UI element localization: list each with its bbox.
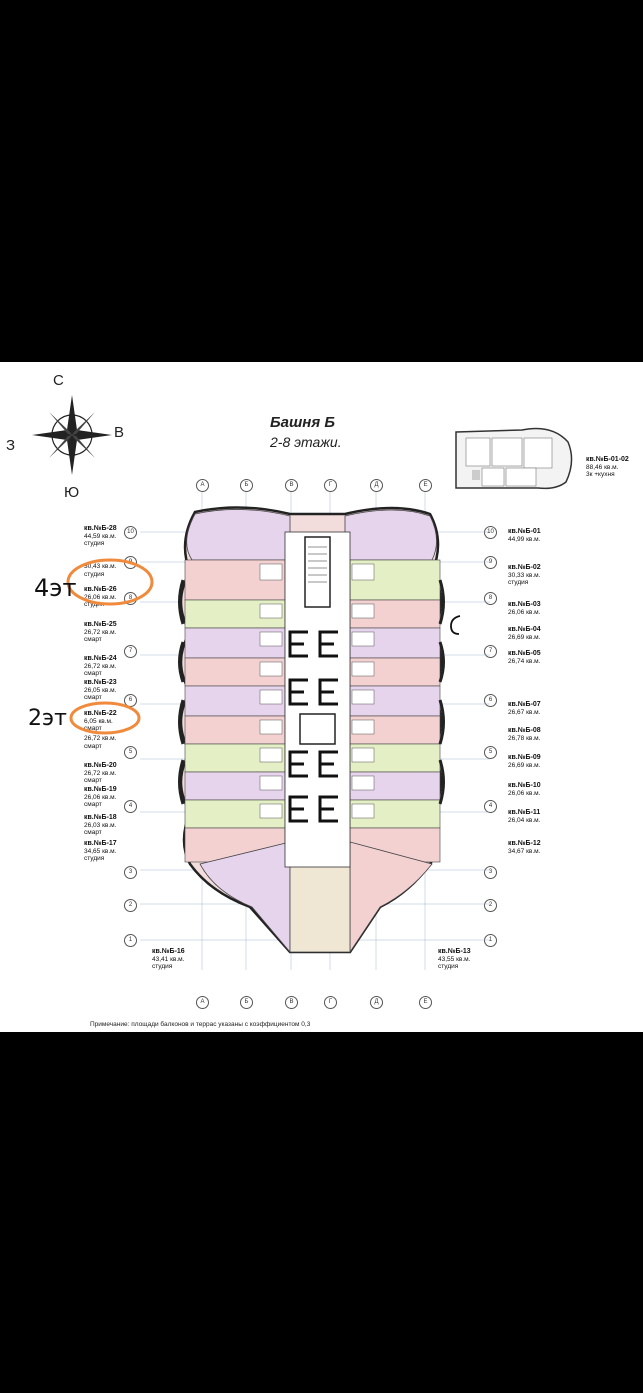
axis-marker: 5 [124,746,137,759]
axis-marker: 3 [484,866,497,879]
inset-plan [455,427,573,490]
axis-marker: 3 [124,866,137,879]
axis-marker: 4 [484,800,497,813]
compass-rose-icon [32,395,112,475]
axis-marker: 10 [484,526,497,539]
page-subtitle: 2-8 этажи. [270,434,342,450]
axis-marker: А [196,996,209,1009]
page-title: Башня Б [270,414,335,431]
footnote: Примечание: площади балконов и террас ук… [90,1021,311,1028]
handwritten-mark [450,615,461,635]
axis-marker: Е [419,479,432,492]
compass-south: Ю [64,484,80,501]
inset-label: кв.№Б-01-02 88,46 кв.м. 3к +кухня [586,456,629,478]
unit-label: 30,43 кв.м.студия [84,563,117,578]
axis-marker: 8 [484,592,497,605]
axis-marker: Д [370,996,383,1009]
axis-marker: Г [324,996,337,1009]
axis-marker: 2 [124,899,137,912]
handwritten-note-2: 2эт [28,706,67,731]
axis-marker: 10 [124,526,137,539]
axis-marker: Е [419,996,432,1009]
axis-marker: В [285,996,298,1009]
axis-marker: 1 [484,934,497,947]
axis-marker: 5 [484,746,497,759]
floor-plan-sheet: С Ю З В Башня Б 2-8 этажи. кв.№Б-01-02 8… [0,362,643,1032]
compass-west: З [6,437,16,454]
compass-north: С [53,372,64,389]
unit-label: 26,72 кв.м.смарт [84,735,117,750]
axis-marker: Г [324,479,337,492]
axis-marker: 1 [124,934,137,947]
axis-marker: 4 [124,800,137,813]
handwritten-note-4: 4эт [34,574,77,602]
axis-marker: 7 [124,645,137,658]
highlight-circle-bottom [69,701,141,735]
building-floor-plan [140,492,490,970]
axis-marker: В [285,479,298,492]
axis-marker: 2 [484,899,497,912]
axis-marker: А [196,479,209,492]
axis-marker: Б [240,479,253,492]
highlight-circle-top [66,558,154,606]
compass-east: В [114,424,125,441]
axis-marker: 9 [484,556,497,569]
axis-marker: 6 [484,694,497,707]
axis-marker: Д [370,479,383,492]
axis-marker: Б [240,996,253,1009]
axis-marker: 7 [484,645,497,658]
